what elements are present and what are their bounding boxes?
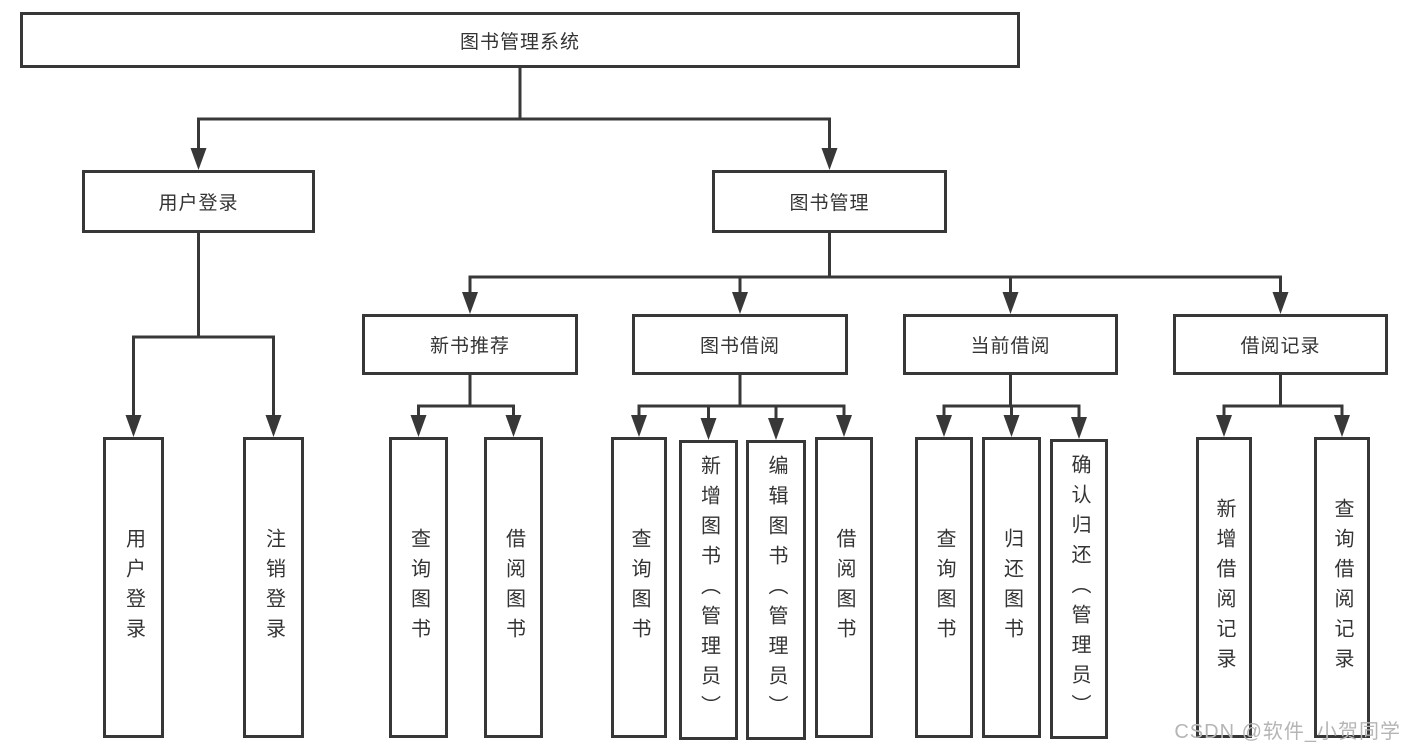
node-borrowing-records: 借阅记录 (1173, 314, 1388, 375)
node-user-login: 用户登录 (82, 170, 315, 233)
leaf-label: 新增借阅记录 (1213, 497, 1235, 678)
node-book-borrowing: 图书借阅 (632, 314, 848, 375)
connector-borrow-to-leaves (631, 375, 852, 440)
leaf-query-books-recommend: 查询图书 (389, 437, 448, 738)
leaf-add-borrow-record: 新增借阅记录 (1196, 437, 1252, 738)
connector-root-to-level2 (190, 68, 838, 170)
node-label: 借阅记录 (1240, 336, 1321, 357)
leaf-label: 归还图书 (1000, 527, 1023, 648)
csdn-watermark: CSDN @软件_小贺同学 (1174, 721, 1401, 743)
leaf-confirm-return-admin: 确认归还（管理员） (1050, 439, 1108, 739)
leaf-add-books-admin: 新增图书（管理员） (679, 440, 738, 740)
node-label: 图书管理系统 (459, 31, 580, 53)
leaf-label: 查询图书 (407, 527, 430, 648)
node-label: 用户登录 (158, 193, 239, 214)
leaf-label: 用户登录 (122, 527, 145, 648)
connector-userlogin-to-leaves (125, 233, 282, 437)
connector-bookmgmt-to-level3 (462, 233, 1289, 314)
leaf-query-books-borrowing: 查询图书 (611, 437, 667, 738)
leaf-label: 查询借阅记录 (1331, 497, 1353, 678)
leaf-logout: 注销登录 (243, 437, 304, 738)
node-label: 图书管理 (789, 193, 870, 214)
connector-current-to-leaves (936, 375, 1087, 439)
leaf-label: 确认归还（管理员） (1068, 454, 1090, 724)
leaf-label: 借阅图书 (502, 527, 525, 648)
node-new-book-recommendation: 新书推荐 (362, 314, 578, 375)
node-label: 当前借阅 (970, 336, 1051, 357)
leaf-label: 新增图书（管理员） (697, 455, 720, 725)
node-library-management-system: 图书管理系统 (20, 12, 1020, 68)
connector-newbook-to-leaves (410, 375, 522, 437)
leaf-label: 查询图书 (933, 527, 955, 648)
node-label: 新书推荐 (429, 336, 510, 357)
connector-records-to-leaves (1216, 375, 1350, 437)
leaf-label: 借阅图书 (833, 527, 855, 648)
node-current-borrowing: 当前借阅 (903, 314, 1118, 375)
node-label: 图书借阅 (699, 336, 780, 357)
leaf-borrow-books-recommend: 借阅图书 (484, 437, 543, 738)
leaf-label: 注销登录 (262, 527, 285, 648)
leaf-borrow-books: 借阅图书 (815, 437, 873, 738)
leaf-user-login: 用户登录 (103, 437, 164, 738)
leaf-query-books-current: 查询图书 (915, 437, 973, 738)
leaf-return-books: 归还图书 (982, 437, 1041, 738)
leaf-edit-books-admin: 编辑图书（管理员） (746, 440, 806, 740)
node-book-management: 图书管理 (712, 170, 947, 233)
leaf-label: 编辑图书（管理员） (765, 455, 787, 725)
leaf-query-borrow-record: 查询借阅记录 (1314, 437, 1370, 738)
leaf-label: 查询图书 (628, 527, 650, 648)
